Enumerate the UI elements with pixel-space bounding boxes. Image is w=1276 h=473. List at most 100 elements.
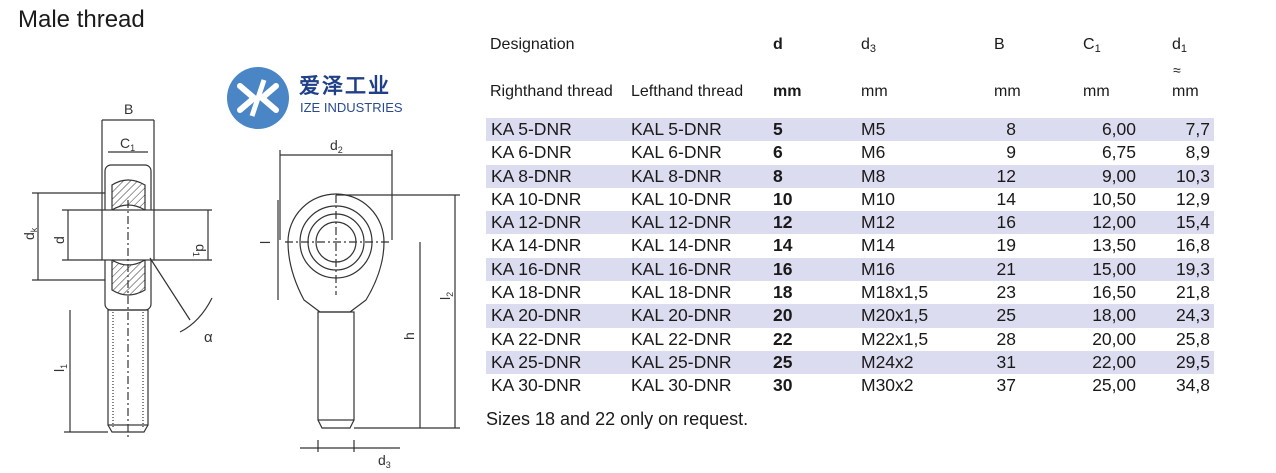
cell-b: 9 bbox=[1006, 142, 1016, 163]
cell-d: 22 bbox=[773, 328, 793, 349]
cell-d3: M12 bbox=[861, 212, 896, 233]
table-row: KA 22-DNR KAL 22-DNR 22 M22x1,5 28 20,00 25,8 bbox=[486, 328, 1214, 351]
cell-c1: 25,00 bbox=[1092, 375, 1136, 396]
cell-b: 19 bbox=[996, 235, 1016, 256]
cell-d1: 24,3 bbox=[1175, 305, 1210, 326]
cell-lefthand: KAL 18-DNR bbox=[631, 282, 732, 303]
header-d: d bbox=[773, 36, 783, 53]
cell-d: 16 bbox=[773, 258, 793, 279]
cell-righthand: KA 18-DNR bbox=[491, 282, 582, 303]
cell-d1: 16,8 bbox=[1175, 235, 1210, 256]
cell-lefthand: KAL 6-DNR bbox=[631, 142, 722, 163]
label-l2: l2 bbox=[437, 292, 455, 300]
cell-b: 25 bbox=[996, 305, 1016, 326]
cell-c1: 9,00 bbox=[1101, 165, 1136, 186]
cell-d: 10 bbox=[773, 188, 793, 209]
cell-righthand: KA 30-DNR bbox=[491, 375, 582, 396]
label-h: h bbox=[401, 332, 417, 340]
header-d3: d3 bbox=[861, 36, 877, 55]
cell-d1: 10,3 bbox=[1175, 165, 1210, 186]
cell-righthand: KA 16-DNR bbox=[491, 258, 582, 279]
cell-b: 37 bbox=[996, 375, 1016, 396]
cell-righthand: KA 22-DNR bbox=[491, 328, 582, 349]
header-b: B bbox=[994, 36, 1005, 53]
cell-d3: M18x1,5 bbox=[861, 282, 929, 303]
ize-logo-icon bbox=[227, 67, 289, 129]
header-lefthand: Lefthand thread bbox=[631, 83, 744, 100]
cell-lefthand: KAL 14-DNR bbox=[631, 235, 732, 256]
header-unit-d1: mm bbox=[1172, 83, 1199, 100]
cell-d1: 25,8 bbox=[1175, 328, 1210, 349]
cell-d1: 15,4 bbox=[1175, 212, 1210, 233]
cell-righthand: KA 6-DNR bbox=[491, 142, 572, 163]
cell-c1: 10,50 bbox=[1092, 188, 1136, 209]
cell-d: 6 bbox=[773, 142, 783, 163]
header-d1-approx: ≈ bbox=[1173, 62, 1181, 78]
cell-d1: 12,9 bbox=[1175, 188, 1210, 209]
header-c1: C1 bbox=[1083, 36, 1101, 55]
cell-righthand: KA 20-DNR bbox=[491, 305, 582, 326]
cell-d3: M24x2 bbox=[861, 351, 914, 372]
cell-d: 12 bbox=[773, 212, 793, 233]
cell-d: 18 bbox=[773, 282, 793, 303]
page-title: Male thread bbox=[18, 6, 145, 33]
label-dk: dk bbox=[21, 227, 39, 240]
cell-c1: 16,50 bbox=[1092, 282, 1136, 303]
label-l1: l1 bbox=[51, 364, 69, 372]
cell-d: 30 bbox=[773, 375, 793, 396]
cell-lefthand: KAL 30-DNR bbox=[631, 375, 732, 396]
label-d2: d2 bbox=[330, 137, 343, 155]
cell-righthand: KA 12-DNR bbox=[491, 212, 582, 233]
cell-d3: M14 bbox=[861, 235, 896, 256]
footnote: Sizes 18 and 22 only on request. bbox=[486, 409, 749, 429]
cell-d3: M22x1,5 bbox=[861, 328, 929, 349]
cell-b: 21 bbox=[996, 258, 1016, 279]
cell-lefthand: KAL 5-DNR bbox=[631, 119, 722, 139]
cell-c1: 18,00 bbox=[1092, 305, 1136, 326]
logo-english-name: IZE INDUSTRIES bbox=[300, 100, 403, 115]
cell-righthand: KA 25-DNR bbox=[491, 351, 582, 372]
header-d1: d1 bbox=[1172, 36, 1188, 55]
header-unit-d: mm bbox=[773, 83, 802, 100]
header-designation: Designation bbox=[490, 36, 575, 53]
cell-b: 31 bbox=[996, 351, 1016, 372]
cell-lefthand: KAL 8-DNR bbox=[631, 165, 722, 186]
cell-d3: M16 bbox=[861, 258, 896, 279]
cell-d: 8 bbox=[773, 165, 783, 186]
cell-b: 28 bbox=[996, 328, 1016, 349]
cell-d: 20 bbox=[773, 305, 793, 326]
cell-c1: 6,00 bbox=[1101, 119, 1136, 139]
header-unit-c1: mm bbox=[1083, 83, 1110, 100]
cell-d1: 8,9 bbox=[1185, 142, 1210, 163]
label-d3: d3 bbox=[378, 452, 391, 470]
cell-d3: M10 bbox=[861, 188, 896, 209]
cell-lefthand: KAL 25-DNR bbox=[631, 351, 732, 372]
cell-c1: 20,00 bbox=[1092, 328, 1136, 349]
cell-lefthand: KAL 22-DNR bbox=[631, 328, 732, 349]
cell-c1: 6,75 bbox=[1101, 142, 1136, 163]
label-alpha: α bbox=[204, 329, 213, 346]
logo-chinese-name: 爱泽工业 bbox=[299, 74, 391, 98]
header-unit-d3: mm bbox=[861, 83, 888, 100]
cell-d: 5 bbox=[773, 119, 783, 139]
cell-d1: 29,5 bbox=[1175, 351, 1210, 372]
cell-righthand: KA 8-DNR bbox=[491, 165, 572, 186]
cell-d: 14 bbox=[773, 235, 793, 256]
label-d1: d1 bbox=[191, 244, 209, 257]
cell-righthand: KA 14-DNR bbox=[491, 235, 582, 256]
cell-righthand: KA 5-DNR bbox=[491, 119, 572, 139]
label-l: l bbox=[257, 241, 273, 244]
label-c1: C1 bbox=[120, 135, 135, 153]
cell-b: 8 bbox=[1006, 119, 1016, 139]
cell-d3: M8 bbox=[861, 165, 886, 186]
cell-b: 16 bbox=[996, 212, 1016, 233]
